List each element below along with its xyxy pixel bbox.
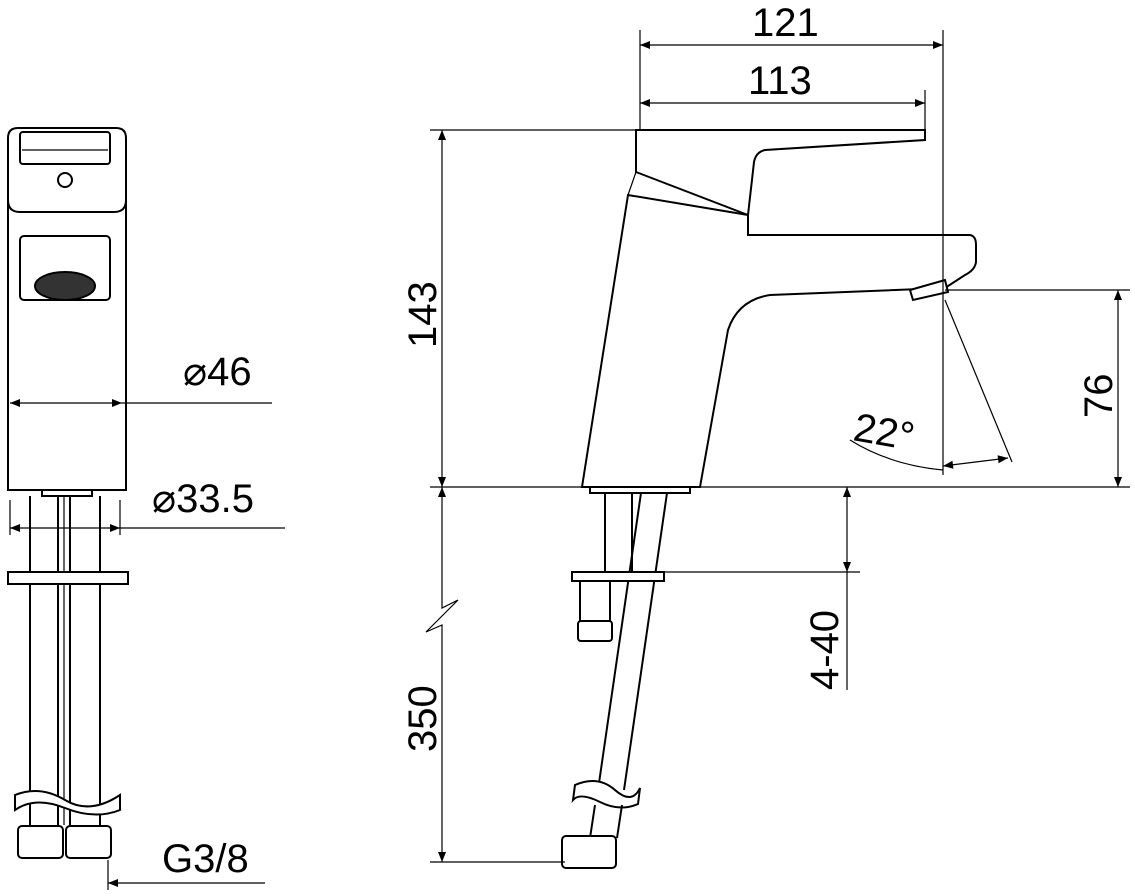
- fitting: [579, 580, 611, 622]
- side-view: 121 113 143 76 22° 4-40 350: [401, 1, 1130, 869]
- break-mark: [14, 790, 121, 816]
- handle-cap-front: [7, 199, 127, 213]
- indicator-dot: [57, 172, 73, 188]
- dim-overall-height: 143: [401, 281, 445, 348]
- hose-nut-left: [17, 825, 64, 859]
- base-ring: [41, 489, 93, 497]
- mounting-nut: [7, 571, 129, 585]
- front-view: ⌀46 ⌀33.5 G3/8: [7, 127, 285, 890]
- faucet-body-front: [7, 127, 127, 491]
- mounting-nut-side: [571, 571, 665, 582]
- aerator: [34, 271, 96, 301]
- hose-nut-right: [65, 825, 112, 859]
- dim-spout-length: 113: [748, 59, 812, 103]
- dim-base-diameter: ⌀33.5: [152, 477, 254, 521]
- supply-hoses: [7, 496, 129, 859]
- dim-spout-height: 76: [1077, 374, 1121, 419]
- dim-hose-length: 350: [401, 685, 445, 752]
- dim-deck-thickness: 4-40: [803, 610, 847, 690]
- faucet-body-side: [580, 193, 977, 488]
- hose-nut: [561, 835, 617, 869]
- dim-body-diameter: ⌀46: [183, 350, 252, 394]
- lever-handle: [635, 129, 926, 217]
- handle-slot: [19, 131, 111, 165]
- dim-thread: G3/8: [162, 837, 249, 881]
- dim-spout-angle: 22°: [850, 406, 917, 460]
- dim-overall-length: 121: [752, 1, 819, 45]
- aerator-side: [908, 278, 950, 302]
- shank-and-hose: [561, 492, 668, 869]
- hose-break-mark: [571, 780, 641, 809]
